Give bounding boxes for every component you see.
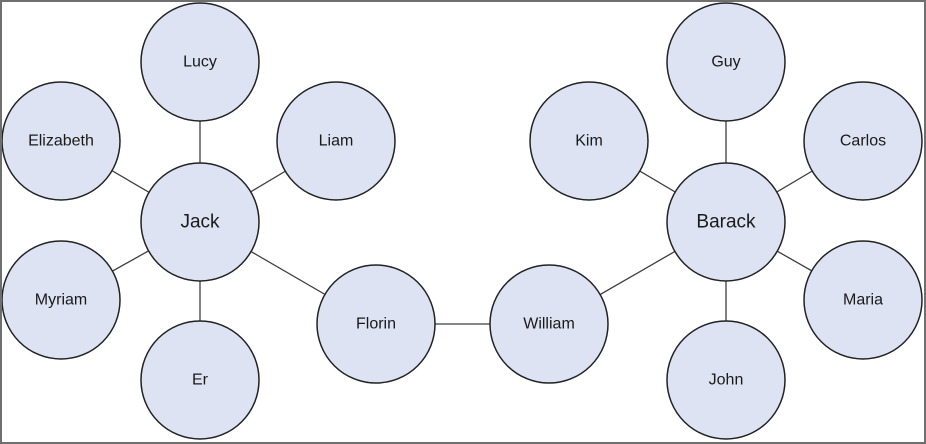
node-circle-maria [803,240,923,360]
node-circle-barack [666,162,786,282]
node-circle-er [140,320,260,440]
node-circle-william [489,264,609,384]
node-label-jack: Jack [180,212,220,233]
node-lucy: Lucy [140,2,260,122]
node-label-elizabeth: Elizabeth [28,133,94,150]
node-kim: Kim [529,81,649,201]
node-liam: Liam [276,81,396,201]
node-label-florin: Florin [356,316,396,333]
node-myriam: Myriam [2,240,121,360]
node-circle-myriam [2,240,121,360]
node-john: John [666,320,786,440]
node-er: Er [140,320,260,440]
node-label-william: William [523,316,575,333]
node-label-lucy: Lucy [183,54,217,71]
node-jack: Jack [140,162,260,282]
node-circle-guy [666,2,786,122]
node-circle-liam [276,81,396,201]
node-carlos: Carlos [803,81,923,201]
node-label-myriam: Myriam [35,292,87,309]
node-maria: Maria [803,240,923,360]
node-label-carlos: Carlos [840,133,886,150]
node-label-barack: Barack [696,212,756,233]
node-barack: Barack [666,162,786,282]
node-florin: Florin [316,264,436,384]
node-guy: Guy [666,2,786,122]
node-william: William [489,264,609,384]
node-circle-elizabeth [2,81,121,201]
node-circle-kim [529,81,649,201]
node-label-er: Er [192,372,209,389]
node-circle-jack [140,162,260,282]
node-circle-lucy [140,2,260,122]
node-circle-florin [316,264,436,384]
node-label-liam: Liam [319,133,354,150]
node-elizabeth: Elizabeth [2,81,121,201]
node-label-maria: Maria [843,292,883,309]
node-circle-john [666,320,786,440]
node-circle-carlos [803,81,923,201]
node-label-guy: Guy [711,54,740,71]
node-label-kim: Kim [575,133,603,150]
node-label-john: John [709,372,744,389]
